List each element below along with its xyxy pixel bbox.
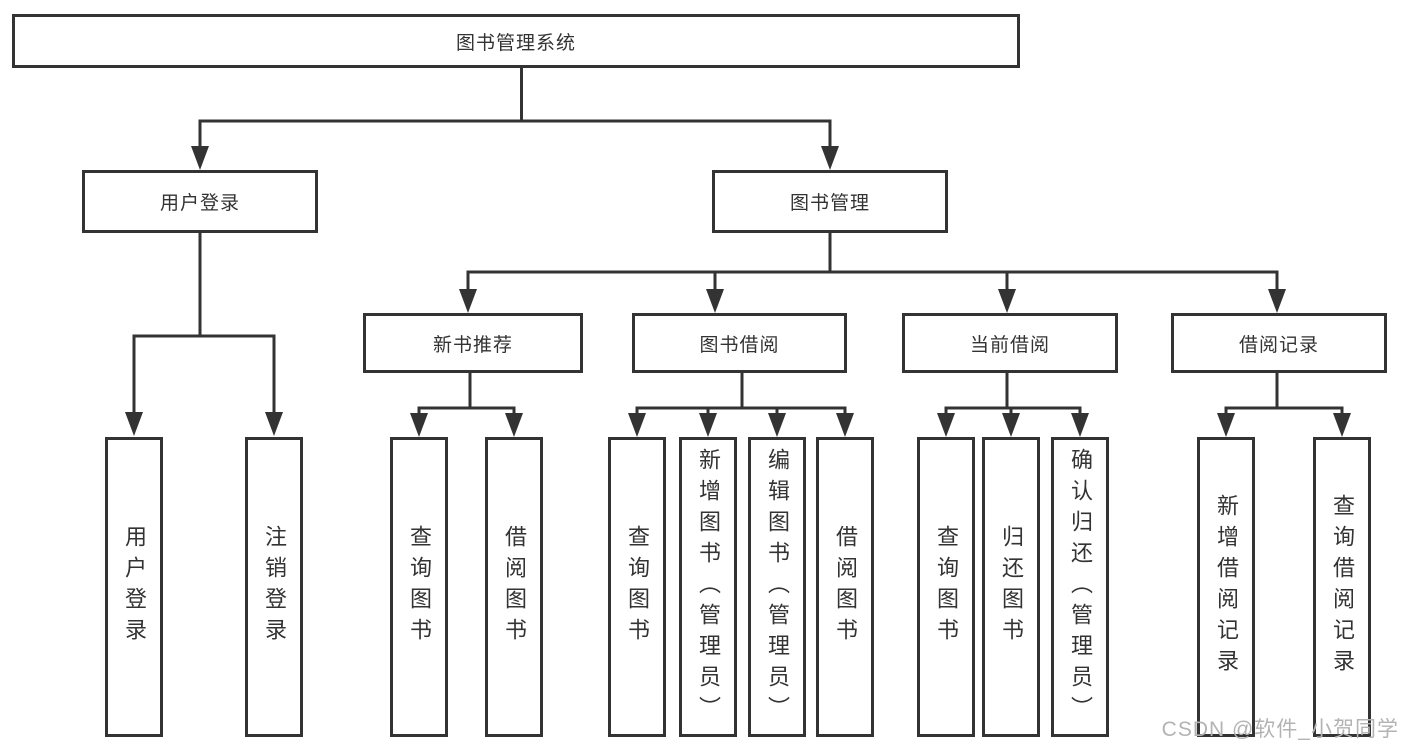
- arrow-icon: [410, 413, 428, 437]
- arrow-icon: [836, 413, 854, 437]
- arrow-icon: [699, 413, 717, 437]
- leaf-borrow-books-recommendation: 借阅图书: [485, 437, 543, 737]
- leaf-label: 查询图书: [625, 525, 650, 649]
- arrow-icon: [265, 412, 283, 436]
- leaf-label: 用户登录: [122, 525, 147, 649]
- leaf-query-books-current: 查询图书: [917, 437, 975, 737]
- arrow-icon: [459, 289, 477, 313]
- watermark: CSDN @软件_小贺同学: [1161, 718, 1399, 741]
- node-library-management-system: 图书管理系统: [12, 14, 1020, 68]
- leaf-query-books-borrowing: 查询图书: [608, 437, 666, 737]
- leaf-label: 查询借阅记录: [1330, 494, 1355, 680]
- leaf-label: 注销登录: [262, 525, 287, 649]
- arrow-icon: [937, 413, 955, 437]
- leaf-label: 确认归还（管理员）: [1068, 447, 1093, 727]
- leaf-query-books-recommendation: 查询图书: [390, 437, 448, 737]
- leaf-label: 借阅图书: [502, 525, 527, 649]
- arrowheads: [125, 146, 1351, 437]
- arrow-icon: [821, 146, 839, 170]
- node-book-management: 图书管理: [712, 170, 948, 233]
- leaf-label: 查询图书: [407, 525, 432, 649]
- node-borrowing-records: 借阅记录: [1171, 313, 1387, 373]
- leaf-logout-login: 注销登录: [245, 437, 303, 737]
- leaf-add-book-admin: 新增图书（管理员）: [679, 437, 737, 737]
- leaf-label: 借阅图书: [833, 525, 858, 649]
- node-current-borrowing: 当前借阅: [902, 313, 1118, 373]
- arrow-icon: [1333, 413, 1351, 437]
- leaf-confirm-return-admin: 确认归还（管理员）: [1051, 437, 1109, 737]
- arrow-icon: [1217, 413, 1235, 437]
- arrow-icon: [1002, 413, 1020, 437]
- arrow-icon: [998, 289, 1016, 313]
- leaf-label: 新增图书（管理员）: [696, 447, 721, 727]
- arrow-icon: [1268, 289, 1286, 313]
- arrow-icon: [191, 146, 209, 170]
- leaf-borrow-books-borrowing: 借阅图书: [816, 437, 874, 737]
- arrow-icon: [1071, 413, 1089, 437]
- leaf-return-books: 归还图书: [982, 437, 1040, 737]
- arrow-icon: [706, 289, 724, 313]
- node-user-login: 用户登录: [82, 170, 318, 233]
- leaf-label: 新增借阅记录: [1214, 494, 1239, 680]
- connector-lines: [132, 68, 1344, 430]
- node-new-book-recommendation: 新书推荐: [363, 313, 583, 373]
- leaf-add-borrowing-record: 新增借阅记录: [1197, 437, 1255, 737]
- leaf-edit-book-admin: 编辑图书（管理员）: [748, 437, 806, 737]
- arrow-icon: [628, 413, 646, 437]
- node-book-borrowing: 图书借阅: [632, 313, 847, 373]
- leaf-user-login: 用户登录: [105, 437, 163, 737]
- arrow-icon: [125, 412, 143, 436]
- leaf-query-borrowing-record: 查询借阅记录: [1313, 437, 1371, 737]
- leaf-label: 编辑图书（管理员）: [765, 447, 790, 727]
- arrow-icon: [768, 413, 786, 437]
- leaf-label: 归还图书: [999, 525, 1024, 649]
- leaf-label: 查询图书: [934, 525, 959, 649]
- arrow-icon: [505, 413, 523, 437]
